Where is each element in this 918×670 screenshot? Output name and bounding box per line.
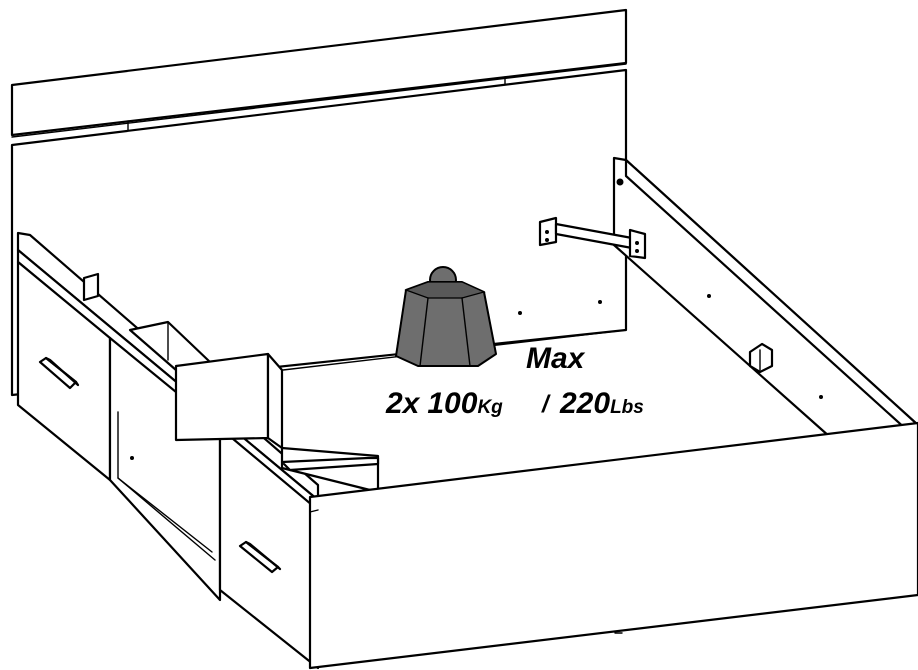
drawer-handle-icon — [38, 356, 80, 390]
load-heading: Max — [526, 342, 586, 375]
load-metric-value: 100 — [427, 387, 477, 420]
load-metric-unit: Kg — [477, 397, 503, 418]
footboard — [308, 421, 918, 670]
load-imperial-value: 220 — [559, 387, 610, 420]
right-side-rail — [612, 156, 918, 442]
load-count: 2x — [385, 387, 421, 420]
screw-hole — [819, 395, 823, 399]
screw-hole — [707, 294, 711, 298]
drawer-handle-icon — [238, 540, 282, 574]
screw-hole — [518, 311, 522, 315]
cam-hole — [616, 178, 624, 186]
screw-hole — [598, 300, 602, 304]
weight-icon — [395, 266, 497, 367]
load-imperial-unit: Lbs — [610, 397, 644, 418]
load-imperial: 220Lbs — [559, 387, 644, 420]
bracket-icon — [538, 216, 647, 260]
load-separator: / — [541, 391, 551, 418]
inner-compartment — [128, 320, 380, 494]
fitting-icon — [748, 342, 774, 374]
